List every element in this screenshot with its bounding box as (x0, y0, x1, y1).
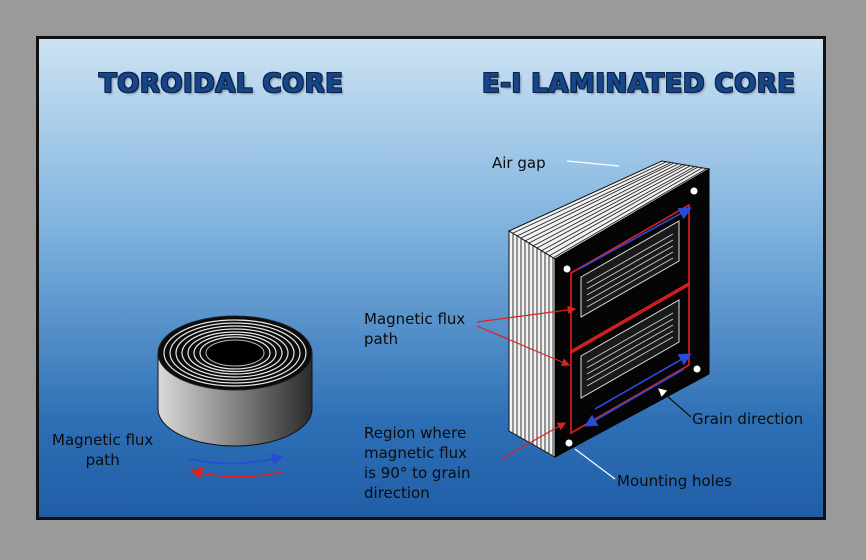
toroidal-core-title: TOROIDAL CORE (99, 69, 344, 99)
ei-flux-leader-1 (476, 305, 577, 323)
grain-direction-leader (658, 388, 692, 418)
grain-direction-label: Grain direction (692, 410, 804, 428)
toroid-flux-arrow-blue (188, 453, 284, 466)
mounting-holes-label: Mounting holes (617, 472, 732, 490)
ei-core-illustration (507, 160, 711, 458)
diagram-frame: TOROIDAL CORE E-I LAMINATED CORE (36, 36, 826, 520)
air-gap-label: Air gap (492, 154, 546, 172)
mounting-holes-leader (574, 448, 616, 480)
toroid-flux-arrow-red (190, 467, 282, 480)
toroid-flux-label: Magnetic flux path (52, 431, 154, 469)
core-illustrations (157, 160, 711, 480)
ei-flux-label: Magnetic flux path (364, 310, 466, 348)
region-leader (500, 422, 567, 460)
air-gap-leader (566, 160, 620, 167)
ei-flux-leader-2 (476, 325, 571, 367)
region-label: Region where magnetic flux is 90° to gra… (364, 424, 471, 502)
toroidal-core-illustration (157, 315, 313, 480)
ei-laminated-core-title: E-I LAMINATED CORE (482, 69, 796, 99)
